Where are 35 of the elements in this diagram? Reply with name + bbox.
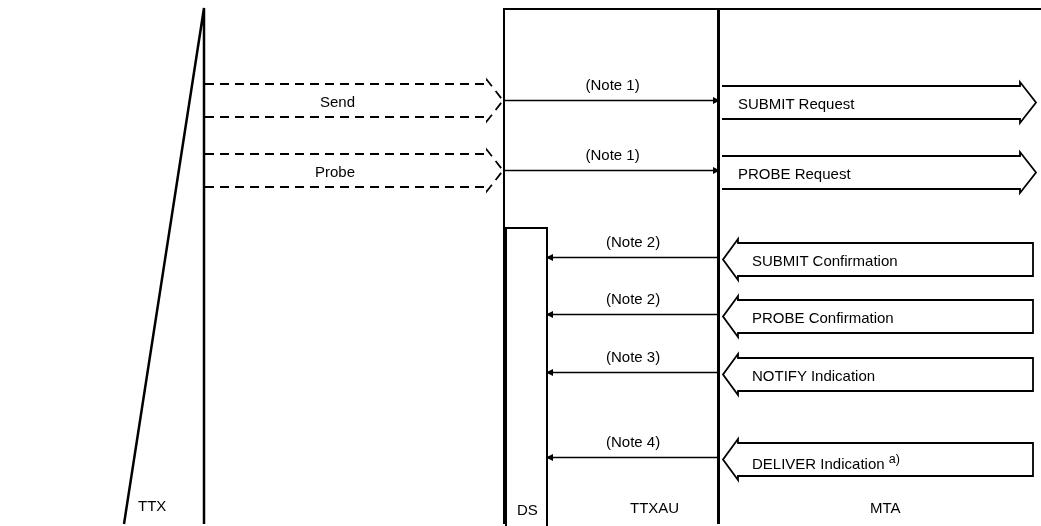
primitive-shape — [722, 353, 1034, 396]
node-label: DS — [517, 502, 538, 517]
arrow — [545, 454, 721, 461]
primitive-shape — [722, 295, 1034, 338]
terminal-outline — [120, 8, 206, 524]
node-label: SUBMIT Confirmation — [752, 252, 898, 268]
edge-label: (Note 3) — [604, 348, 663, 364]
primitive-shape — [722, 81, 1038, 124]
edge-label: (Note 1) — [583, 76, 642, 92]
node-label: PROBE Confirmation — [752, 309, 894, 325]
arrow — [545, 311, 721, 318]
system-box — [505, 227, 548, 526]
node-label: PROBE Request — [738, 165, 851, 181]
arrow — [545, 254, 721, 261]
node-label: TTXAU — [630, 500, 680, 515]
arrow — [504, 167, 721, 174]
edge-label: (Note 4) — [604, 433, 663, 449]
node-label: MTA — [870, 500, 901, 515]
node-label: SUBMIT Request — [738, 95, 855, 111]
dashed-primitive-shape — [205, 149, 505, 192]
primitive-shape — [722, 238, 1034, 281]
primitive-shape — [722, 151, 1038, 194]
node-label: DELIVER Indication $^{a)}$ — [752, 452, 900, 471]
arrow — [545, 369, 721, 376]
node-label: Probe — [315, 163, 356, 179]
edge-label: (Note 2) — [604, 233, 663, 249]
arrow — [504, 97, 721, 104]
node-label: Send — [320, 93, 356, 109]
node-label: TTX — [138, 498, 167, 513]
dashed-primitive-shape — [205, 79, 505, 122]
edge-label: (Note 2) — [604, 290, 663, 306]
node-label: NOTIFY Indication — [752, 367, 876, 383]
primitive-shape — [722, 438, 1034, 481]
edge-label: (Note 1) — [583, 146, 642, 162]
system-region — [718, 8, 1041, 524]
